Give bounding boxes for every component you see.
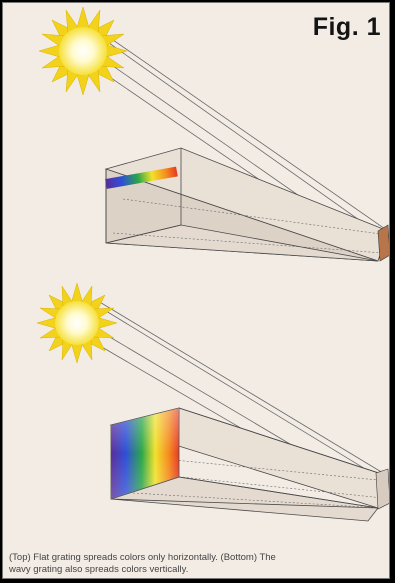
caption-line-1: (Top) Flat grating spreads colors only h… (9, 552, 389, 564)
sun-icon (39, 7, 127, 95)
figure-frame: Fig. 1 (2, 2, 390, 579)
caption-line-2: wavy grating also spreads colors vertica… (9, 564, 389, 576)
sun-icon (37, 283, 117, 363)
figure-caption: (Top) Flat grating spreads colors only h… (9, 552, 389, 575)
top-panel (39, 7, 390, 261)
grating-diagram (3, 3, 390, 579)
top-spectrum-box (106, 148, 390, 261)
bottom-panel (37, 283, 390, 521)
